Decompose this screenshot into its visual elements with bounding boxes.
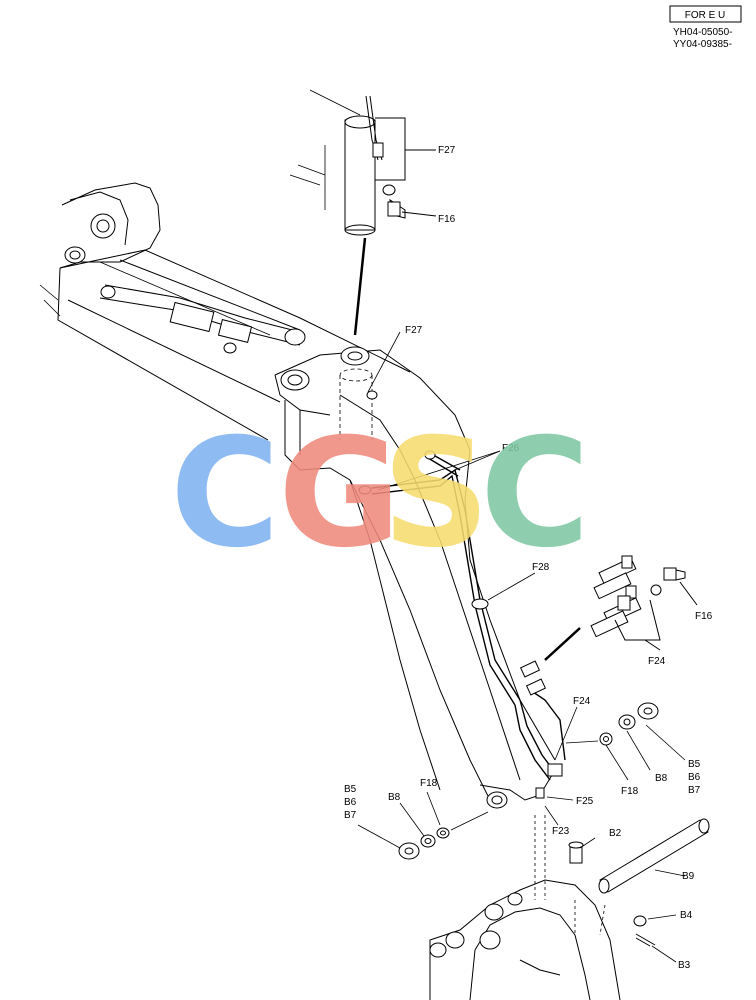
callout-b7-left: B7 <box>344 810 357 821</box>
callout-b4: B4 <box>680 910 693 921</box>
detail-top <box>289 89 437 336</box>
pipe-lines <box>358 390 566 799</box>
callout-labels: F27 F16 F27 F26 F28 F16 F24 F24 B5 B6 B7… <box>344 145 713 971</box>
watermark-letter-s: S <box>382 407 490 581</box>
serial-range-2: YY04-09385- <box>673 39 732 50</box>
detail-right <box>544 555 698 661</box>
lower-mount <box>429 815 621 1000</box>
watermark-letter-c2: C <box>480 407 590 581</box>
callout-f26: F26 <box>502 443 520 454</box>
callout-f16-right: F16 <box>695 611 713 622</box>
boom-drawing <box>39 182 556 809</box>
callout-f18-right: F18 <box>621 786 639 797</box>
callout-f16-top: F16 <box>438 214 456 225</box>
callout-f27-mid: F27 <box>405 325 423 336</box>
header-block: FOR E U YH04-05050- YY04-09385- <box>669 5 742 50</box>
region-badge-frame <box>669 5 742 23</box>
callout-f18-left: F18 <box>420 778 438 789</box>
callout-f25: F25 <box>576 796 594 807</box>
leader-lines <box>357 331 686 963</box>
watermark-letter-g: G <box>278 407 401 581</box>
region-badge: FOR E U <box>685 10 726 21</box>
callout-b7-right: B7 <box>688 785 701 796</box>
callout-b6-right: B6 <box>688 772 701 783</box>
callout-f27-top: F27 <box>438 145 456 156</box>
callout-b8-right: B8 <box>655 773 668 784</box>
callout-b6-left: B6 <box>344 797 357 808</box>
callout-b5-left: B5 <box>344 784 357 795</box>
callout-f24-mid: F24 <box>573 696 591 707</box>
callout-f23: F23 <box>552 826 570 837</box>
watermark-letter-c1: C <box>170 407 280 581</box>
callout-b5-right: B5 <box>688 759 701 770</box>
callout-b3: B3 <box>678 960 691 971</box>
callout-b8-left: B8 <box>388 792 401 803</box>
callout-b2: B2 <box>609 828 622 839</box>
serial-range-1: YH04-05050- <box>673 27 732 38</box>
callout-b9: B9 <box>682 871 695 882</box>
callout-f28: F28 <box>532 562 550 573</box>
callout-f24-right: F24 <box>648 656 666 667</box>
cgsc-watermark: C G S C <box>170 407 590 581</box>
hardware-parts <box>398 702 710 947</box>
